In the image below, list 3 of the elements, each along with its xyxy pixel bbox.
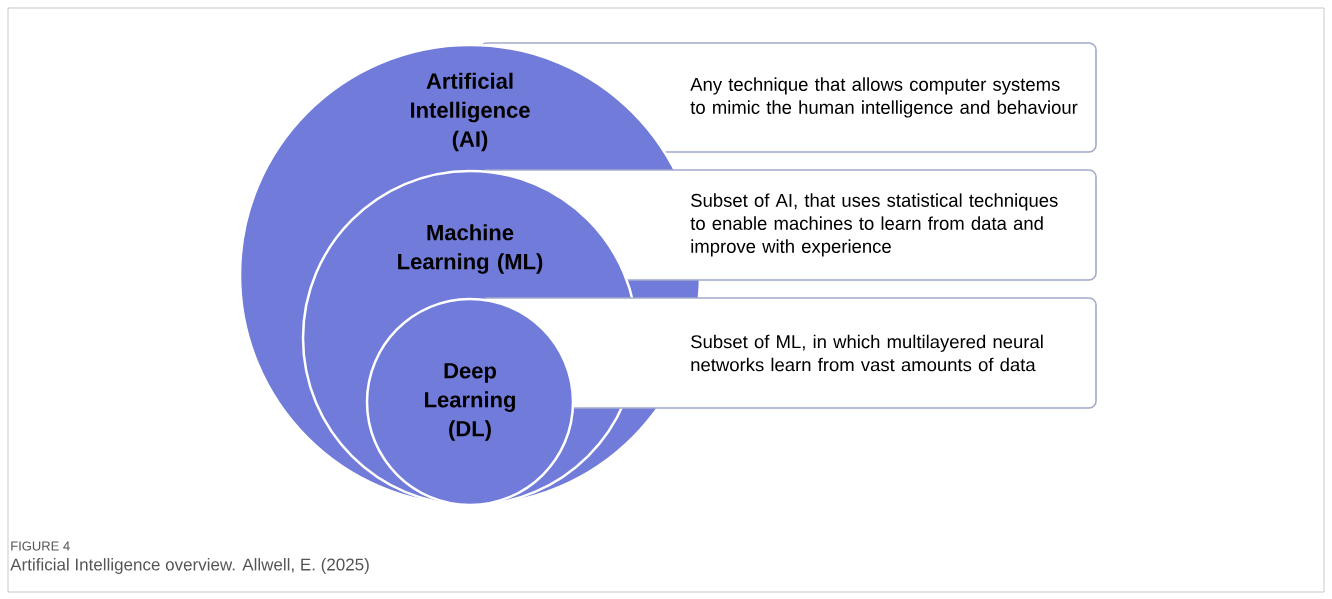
caption: Artificial Intelligence overview. Allwell, E. (2025) [10, 558, 369, 574]
circle-region: Deep Learning (DL) [365, 297, 575, 507]
figure-number: FIGURE 4 [11, 541, 70, 551]
